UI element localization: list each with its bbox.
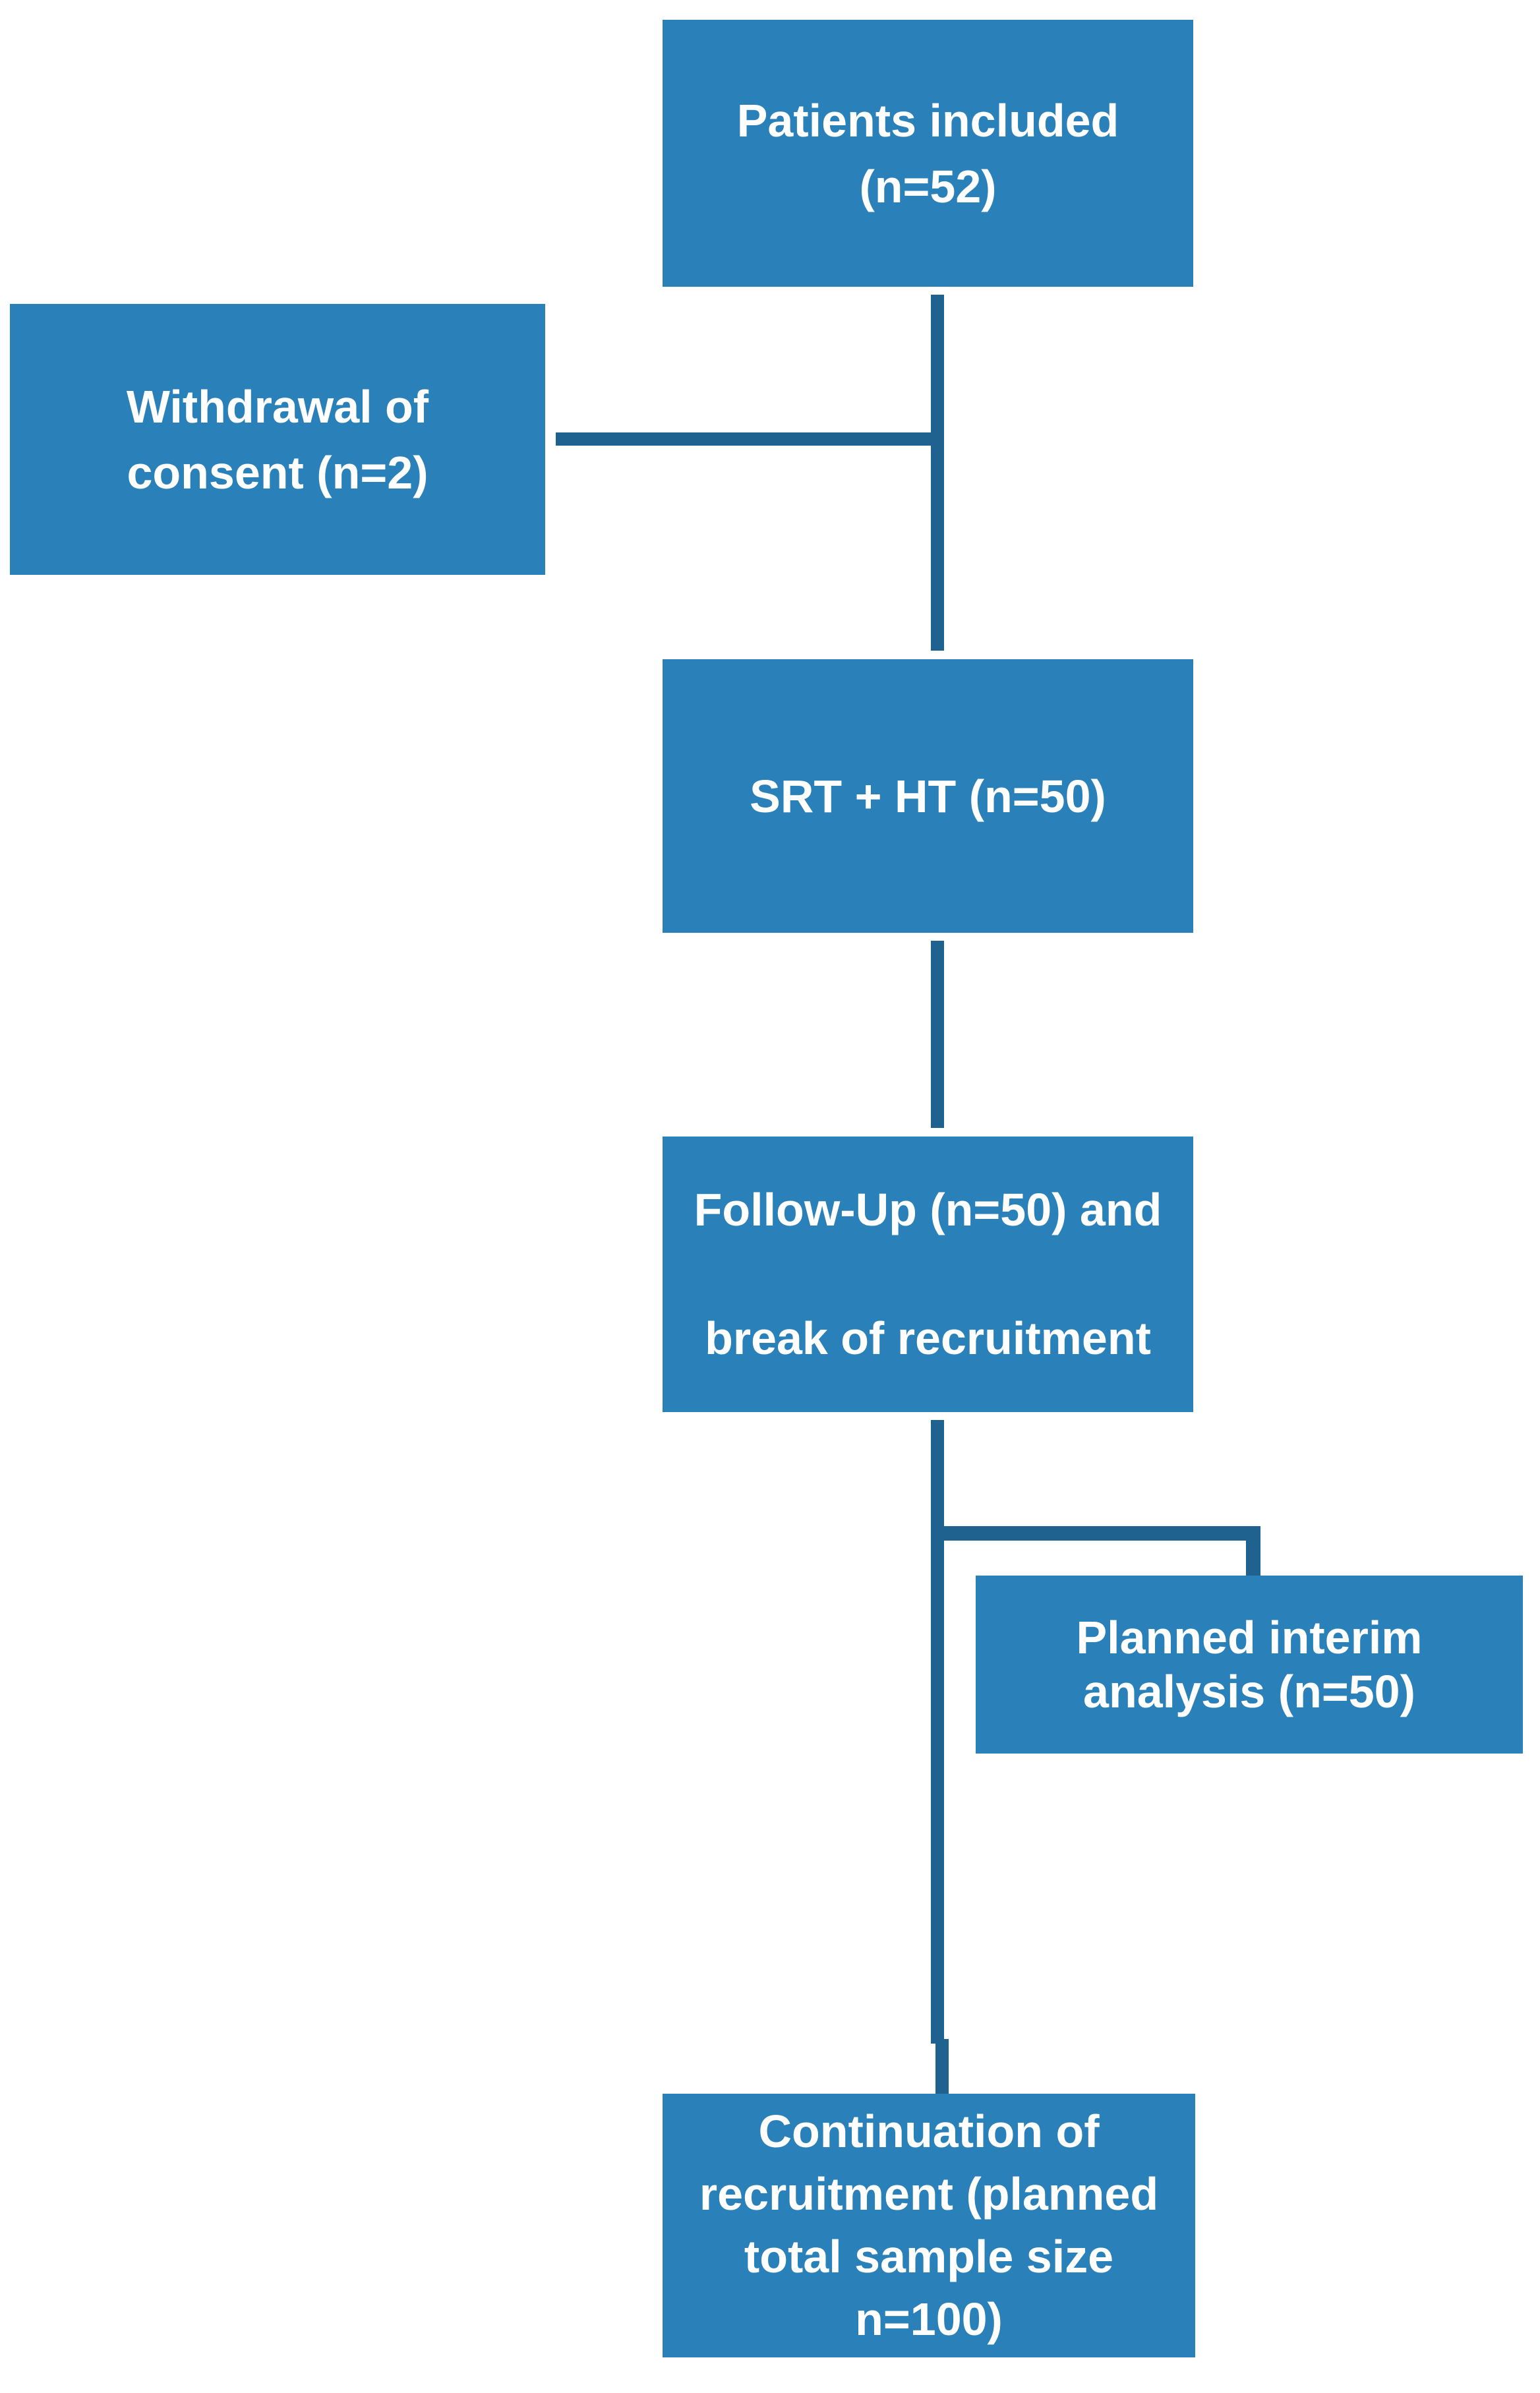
connector-followup-to-continuation	[931, 1420, 944, 2044]
node-text-line: Withdrawal of	[126, 380, 429, 432]
node-text-line: recruitment (planned	[699, 2168, 1159, 2220]
node-text-line: SRT + HT (n=50)	[750, 770, 1106, 822]
node-continuation-of-recruitment: Continuation of recruitment (planned tot…	[663, 2094, 1195, 2357]
node-withdrawal-of-consent: Withdrawal of consent (n=2)	[10, 304, 545, 575]
node-text-line: total sample size	[744, 2231, 1114, 2282]
node-text-line: Planned interim	[1076, 1612, 1423, 1663]
connector-patients-to-srt	[931, 295, 944, 651]
connector-continuation-jog	[935, 2039, 949, 2094]
connector-trunk-to-withdrawal	[556, 432, 931, 446]
connector-interim-elbow	[1246, 1526, 1260, 1578]
connector-branch-to-interim	[931, 1526, 1260, 1541]
node-text-line: (n=52)	[859, 160, 997, 212]
node-text-line: Continuation of	[758, 2106, 1100, 2157]
node-planned-interim-analysis: Planned interim analysis (n=50)	[976, 1576, 1523, 1754]
node-follow-up: Follow-Up (n=50) and break of recruitmen…	[663, 1137, 1193, 1412]
node-text-line: break of recruitment	[705, 1313, 1151, 1364]
node-patients-included: Patients included (n=52)	[663, 20, 1193, 287]
node-text-line: Patients included	[736, 94, 1119, 146]
node-text-line: consent (n=2)	[127, 446, 429, 498]
node-text-line: analysis (n=50)	[1083, 1666, 1415, 1717]
node-text-line: Follow-Up (n=50) and	[694, 1184, 1162, 1235]
node-srt-ht: SRT + HT (n=50)	[663, 659, 1193, 933]
node-text-line: n=100)	[855, 2293, 1003, 2345]
connector-srt-to-followup	[931, 941, 944, 1128]
